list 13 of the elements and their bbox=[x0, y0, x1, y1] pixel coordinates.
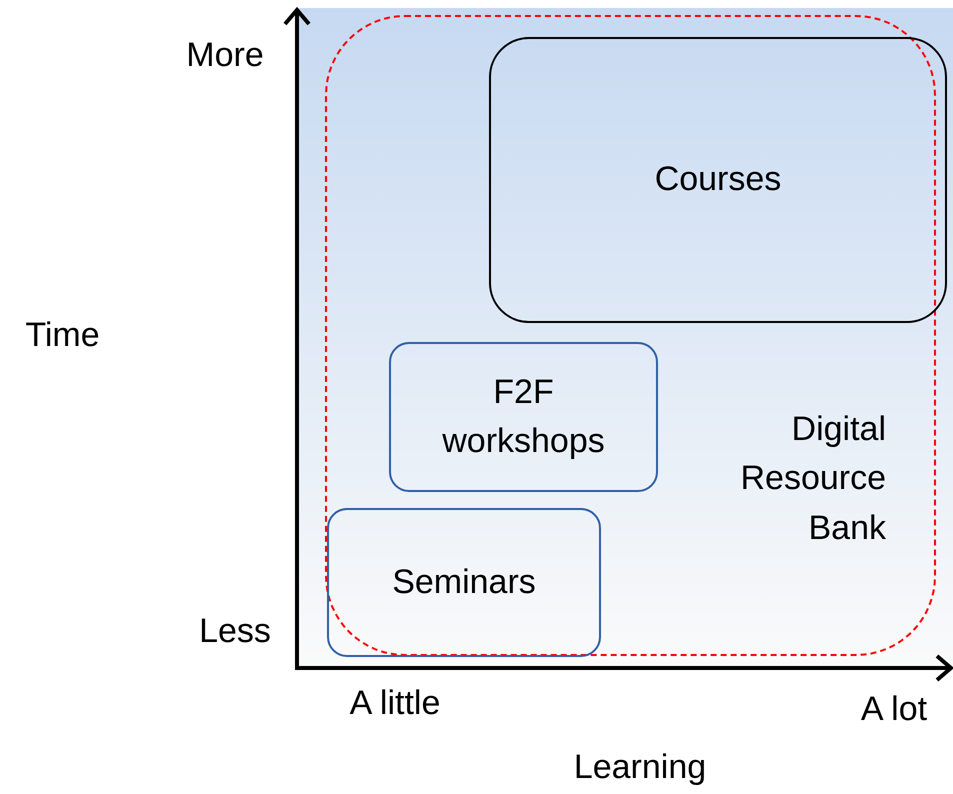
axis-label: A lot bbox=[860, 692, 928, 726]
axis-label: A little bbox=[348, 686, 442, 720]
region-label: Seminars bbox=[392, 562, 536, 603]
region-label: F2F workshops bbox=[441, 372, 606, 462]
rounded-region bbox=[327, 508, 601, 657]
rounded-region bbox=[325, 15, 936, 656]
region-label: Digital Resource Bank bbox=[739, 409, 886, 549]
region-label: Courses bbox=[654, 159, 782, 200]
axis-label: More bbox=[185, 38, 265, 72]
axis-label: Less bbox=[198, 614, 272, 648]
axis-label: Learning bbox=[572, 750, 708, 784]
rounded-region bbox=[389, 342, 658, 492]
axis-label: Time bbox=[24, 318, 101, 352]
